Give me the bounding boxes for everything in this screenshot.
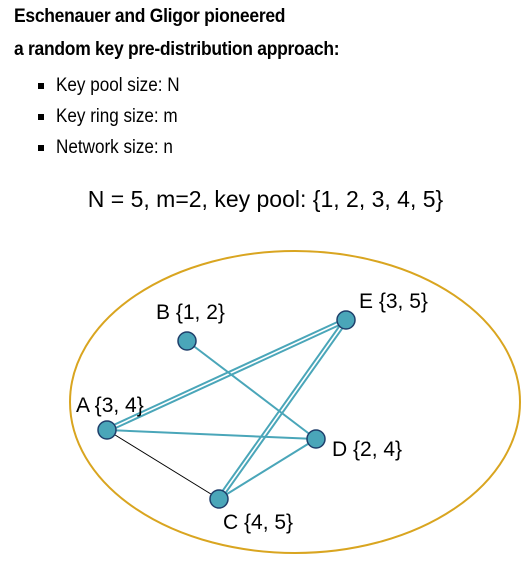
bullet-text: Key pool size: N [56,75,180,96]
link-c-e-parallel [216,317,346,499]
bullet-marker [38,114,44,120]
nodes-layer [97,310,356,509]
link-c-e [219,320,349,502]
link-a-e-parallel [105,317,347,430]
labels-layer: A {3, 4} B {1, 2} C {4, 5} D {2, 4} E {3… [76,290,428,534]
node-c [209,489,229,509]
link-c-d [218,438,317,500]
node-a [97,420,117,440]
node-label-e: E {3, 5} [359,290,428,313]
link-a-e [106,320,348,433]
bullet-marker [38,145,44,151]
bullet-item-key-pool: Key pool size: N [38,70,193,101]
heading-line-2: a random key pre-distribution approach: [14,39,340,60]
link-a-d [106,429,317,440]
bullet-text: Key ring size: m [56,106,178,127]
parameters-line: N = 5, m=2, key pool: {1, 2, 3, 4, 5} [87,186,444,212]
bullet-item-key-ring: Key ring size: m [38,101,193,132]
node-d [306,429,326,449]
network-boundary [69,250,521,554]
bullet-marker [38,83,44,89]
link-b-d [186,340,317,440]
node-e [336,310,356,330]
bullet-item-network-size: Network size: n [38,132,193,163]
node-label-b: B {1, 2} [156,301,225,324]
node-b [177,331,197,351]
links-layer [105,317,349,502]
node-label-d: D {2, 4} [332,438,402,461]
link-a-c [106,429,220,500]
node-label-c: C {4, 5} [223,511,293,534]
heading-line-1: Eschenauer and Gligor pioneered [14,6,286,27]
bullet-list: Key pool size: N Key ring size: m Networ… [38,70,193,163]
bullet-text: Network size: n [56,137,173,158]
node-label-a: A {3, 4} [76,394,144,417]
